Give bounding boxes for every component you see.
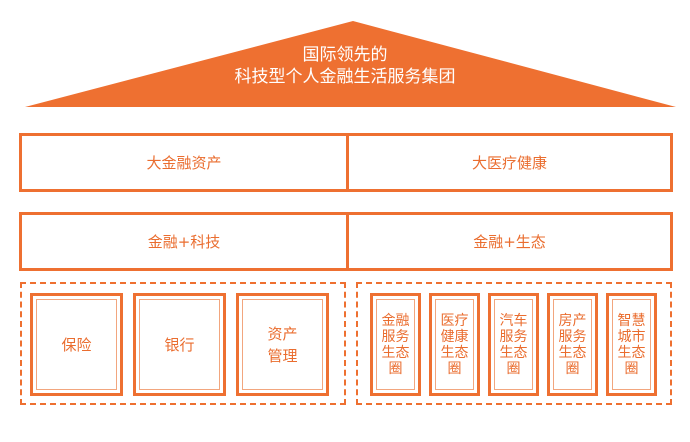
group-title: 国际领先的 科技型个人金融生活服务集团 bbox=[0, 44, 690, 88]
card-label: 保险 bbox=[61, 335, 92, 354]
bar-big-finance-assets: 大金融资产 bbox=[19, 133, 349, 192]
bar-finance-tech: 金融+科技 bbox=[19, 212, 349, 271]
right-dashed-group bbox=[356, 282, 672, 405]
card-bank: 银行 bbox=[133, 293, 226, 396]
bar-label: 大医疗健康 bbox=[471, 154, 547, 172]
roof-triangle bbox=[25, 21, 676, 107]
card-label: 医疗健康生态圈 bbox=[440, 312, 469, 377]
card-label: 银行 bbox=[164, 335, 195, 354]
card-smart-city-ecosystem: 智慧城市生态圈 bbox=[606, 293, 657, 396]
bar-big-healthcare: 大医疗健康 bbox=[346, 133, 673, 192]
card-label: 汽车服务生态圈 bbox=[499, 312, 528, 377]
card-finance-service-ecosystem: 金融服务生态圈 bbox=[370, 293, 421, 396]
card-asset-management: 资产管理 bbox=[236, 293, 329, 396]
card-healthcare-ecosystem: 医疗健康生态圈 bbox=[429, 293, 480, 396]
bar-label: 金融+生态 bbox=[473, 233, 546, 251]
card-housing-service-ecosystem: 房产服务生态圈 bbox=[547, 293, 598, 396]
bar-label: 大金融资产 bbox=[146, 154, 222, 172]
card-label: 智慧城市生态圈 bbox=[617, 312, 646, 377]
card-label: 金融服务生态圈 bbox=[381, 312, 410, 377]
title-line-1: 国际领先的 bbox=[302, 45, 388, 65]
card-insurance: 保险 bbox=[30, 293, 123, 396]
card-label: 资产管理 bbox=[267, 324, 298, 365]
card-auto-service-ecosystem: 汽车服务生态圈 bbox=[488, 293, 539, 396]
bar-label: 金融+科技 bbox=[147, 233, 221, 251]
left-dashed-group bbox=[20, 282, 346, 405]
card-label: 房产服务生态圈 bbox=[558, 312, 587, 377]
bar-finance-ecosystem: 金融+生态 bbox=[346, 212, 673, 271]
title-line-2: 科技型个人金融生活服务集团 bbox=[234, 67, 456, 87]
